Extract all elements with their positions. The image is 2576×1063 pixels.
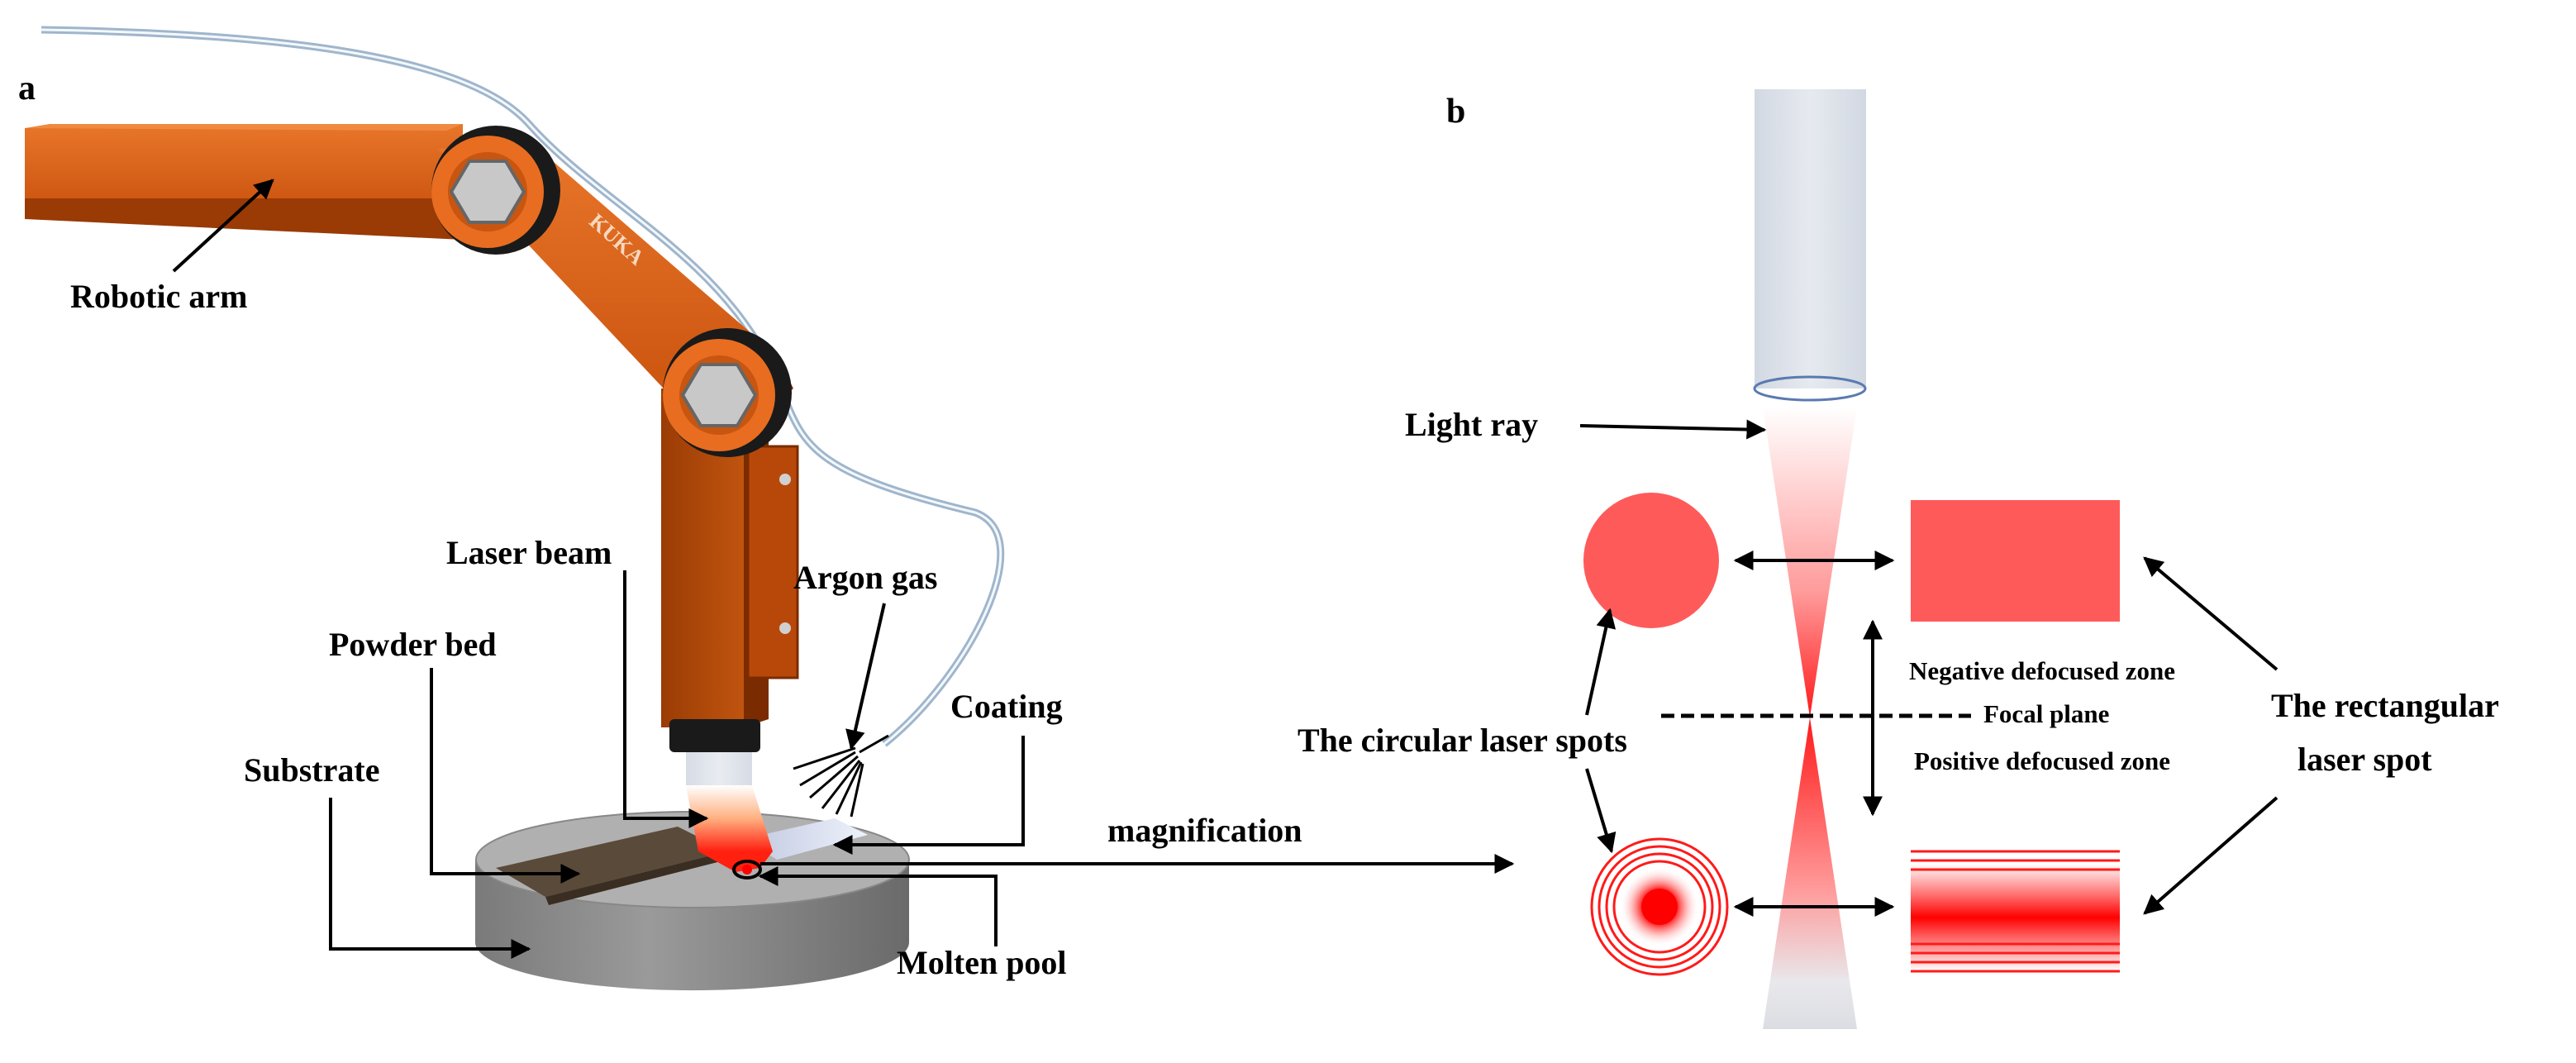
panel-label-b: b	[1446, 93, 1465, 131]
lower-arm	[661, 388, 744, 727]
bolt-elbow	[680, 363, 758, 427]
label-rect-spot-line1: The rectangular	[2271, 687, 2499, 724]
argon-gas-nozzle	[793, 734, 889, 818]
label-rect-spot-line2: laser spot	[2297, 741, 2432, 778]
label-magnification: magnification	[1107, 812, 1302, 849]
label-argon-gas: Argon gas	[793, 559, 937, 596]
powder-bed	[496, 827, 727, 897]
light-beam-column	[1755, 89, 1866, 388]
label-light-ray: Light ray	[1405, 406, 1538, 443]
rect-spot-defocused	[1911, 500, 2120, 622]
label-focal-plane: Focal plane	[1983, 699, 2109, 728]
label-coating: Coating	[950, 688, 1063, 725]
label-laser-beam: Laser beam	[446, 534, 612, 571]
circular-spot-rings	[1590, 837, 1729, 976]
label-robotic-arm: Robotic arm	[70, 278, 247, 315]
coating	[744, 818, 868, 860]
label-substrate: Substrate	[244, 751, 379, 789]
label-powder-bed: Powder bed	[329, 626, 497, 663]
upper-arm-top	[25, 124, 463, 219]
focusing-lens	[1753, 375, 1867, 402]
circular-spot-defocused	[1583, 493, 1719, 628]
label-molten-pool: Molten pool	[897, 944, 1067, 981]
label-circular-spots: The circular laser spots	[1298, 722, 1627, 759]
robotic-arm: KUKA	[25, 124, 799, 752]
bolt-shoulder	[449, 160, 526, 224]
label-positive-zone: Positive defocused zone	[1914, 746, 2170, 775]
laser-beam	[686, 785, 773, 851]
panel-label-a: a	[18, 69, 36, 107]
label-negative-zone: Negative defocused zone	[1909, 656, 2175, 685]
rect-spot-stripes	[1911, 850, 2120, 973]
diverging-cone	[1763, 717, 1857, 1029]
